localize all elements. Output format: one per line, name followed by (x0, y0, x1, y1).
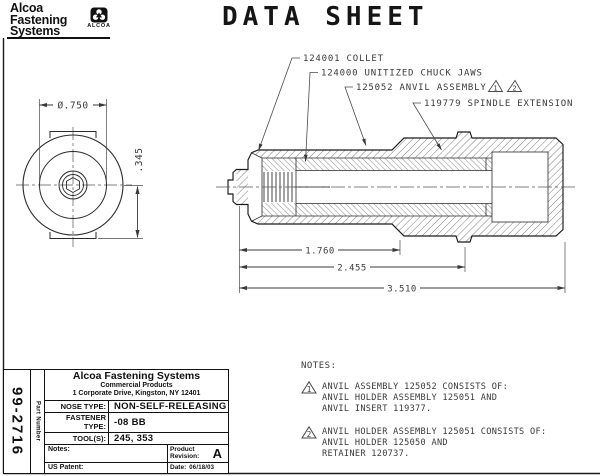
hatch-anvil (262, 158, 492, 216)
nose-type-value: NON-SELF-RELEASING (114, 401, 227, 413)
part-number: 99-2716 (8, 386, 26, 456)
note-1-line-3: ANVIL INSERT 119377. (322, 404, 432, 415)
nose-type-row: NOSE TYPE: NON-SELF-RELEASING (45, 401, 228, 414)
alcoa-mark-icon (90, 7, 108, 23)
company-logo: Alcoa Fastening Systems ALCOA (10, 1, 120, 38)
fastener-type-label: FASTENER TYPE: (45, 413, 109, 432)
notes-heading: NOTES: (301, 361, 337, 371)
dim-1760: 1.760 (305, 247, 335, 257)
length-dimensions: 1.760 2.455 3.510 (239, 206, 566, 295)
note-item-2: 2 ANVIL HOLDER ASSEMBLY 125051 CONSISTS … (301, 425, 596, 461)
us-patent-row: US Patent: Date: 06/18/03 (45, 463, 228, 473)
note-1-text: ANVIL ASSEMBLY 125052 CONSISTS OF: ANVIL… (322, 382, 508, 416)
nose-type-label: NOSE TYPE: (45, 401, 109, 413)
fastener-type-value: -08 BB (114, 417, 146, 429)
notes-label: Notes: (48, 446, 70, 454)
callouts: 124001 COLLET 124000 UNITIZED CHUCK JAWS… (258, 54, 573, 162)
product-revision-value: A (212, 446, 222, 462)
callout-chuck-jaws: 124000 UNITIZED CHUCK JAWS (321, 69, 483, 79)
title-block-header: Alcoa Fastening Systems Commercial Produ… (45, 370, 228, 402)
callout-collet: 124001 COLLET (303, 54, 384, 64)
date-label: Date: (170, 464, 187, 472)
tools-label: TOOL(S): (45, 432, 109, 445)
dim-3510: 3.510 (387, 285, 417, 295)
dim-2455: 2.455 (337, 264, 367, 274)
tools-value: 245, 353 (114, 433, 154, 445)
dim-flat-height: .345 (134, 148, 145, 173)
note-2-line-3: RETAINER 120737. (322, 448, 410, 459)
note-1-line-1: ANVIL ASSEMBLY 125052 CONSISTS OF: (322, 382, 509, 392)
svg-text:1: 1 (493, 85, 497, 93)
company-name: Alcoa Fastening Systems (72, 370, 201, 382)
logo-line-3: Systems (10, 24, 61, 38)
note-2-line-2: ANVIL HOLDER 125050 AND (322, 437, 448, 448)
note-2-line-1: ANVIL HOLDER ASSEMBLY 125051 CONSISTS OF… (322, 426, 547, 437)
dim-diameter: Ø.750 (57, 101, 88, 112)
product-revision-label: Product Revision: (170, 445, 200, 460)
division-name: Commercial Products (100, 382, 173, 390)
part-number-label-column: Part Number (31, 370, 45, 473)
logo-line-1: Alcoa (10, 1, 44, 15)
note-2-text: ANVIL HOLDER ASSEMBLY 125051 CONSISTS OF… (322, 427, 546, 461)
svg-text:2: 2 (307, 430, 312, 439)
note-flag-2-icon: 2 (301, 425, 317, 439)
note-1-line-2: ANVIL HOLDER ASSEMBLY 125051 AND (322, 393, 498, 404)
notes-section: NOTES: 1 ANVIL ASSEMBLY 125052 CONSISTS … (301, 361, 596, 471)
section-view (216, 131, 578, 243)
title-block: 99-2716 Part Number Alcoa Fastening Syst… (3, 369, 229, 474)
title-block-main: Alcoa Fastening Systems Commercial Produ… (45, 370, 228, 473)
anvil-flag-1-icon: 1 (487, 79, 504, 93)
product-revision-cell: Product Revision: A (167, 445, 228, 463)
page-title: DATA SHEET (222, 2, 429, 32)
logo-line-2: Fastening (10, 12, 68, 27)
callout-anvil-assembly: 125052 ANVIL ASSEMBLY (356, 83, 487, 93)
part-number-column: 99-2716 (4, 370, 31, 473)
logo-underline (7, 37, 110, 40)
end-view-dimensions: Ø.750 .345 (39, 99, 145, 239)
fastener-type-row: FASTENER TYPE: -08 BB (45, 413, 228, 433)
logo-wordmark: Alcoa Fastening Systems (10, 1, 120, 38)
svg-text:2: 2 (512, 85, 516, 93)
note-item-1: 1 ANVIL ASSEMBLY 125052 CONSISTS OF: ANV… (301, 381, 596, 416)
us-patent-label: US Patent: (48, 464, 84, 472)
alcoa-badge-label: ALCOA (87, 23, 111, 29)
note-flag-1-icon: 1 (301, 381, 317, 394)
svg-text:1: 1 (307, 385, 312, 394)
callout-spindle-extension: 119779 SPINDLE EXTENSION (424, 99, 573, 109)
alcoa-badge: ALCOA (82, 7, 116, 29)
notes-patent-row: Notes: Product Revision: A (45, 445, 228, 464)
date-cell: Date: 06/18/03 (167, 463, 228, 473)
end-view (16, 127, 132, 247)
tools-row: TOOL(S): 245, 353 (45, 432, 228, 446)
part-number-label: Part Number (34, 401, 41, 442)
anvil-flag-2-icon: 2 (506, 79, 523, 93)
date-value: 06/18/03 (189, 464, 215, 471)
company-address: 1 Corporate Drive, Kingston, NY 12401 (72, 390, 201, 398)
inner-detail-lines (251, 151, 549, 223)
